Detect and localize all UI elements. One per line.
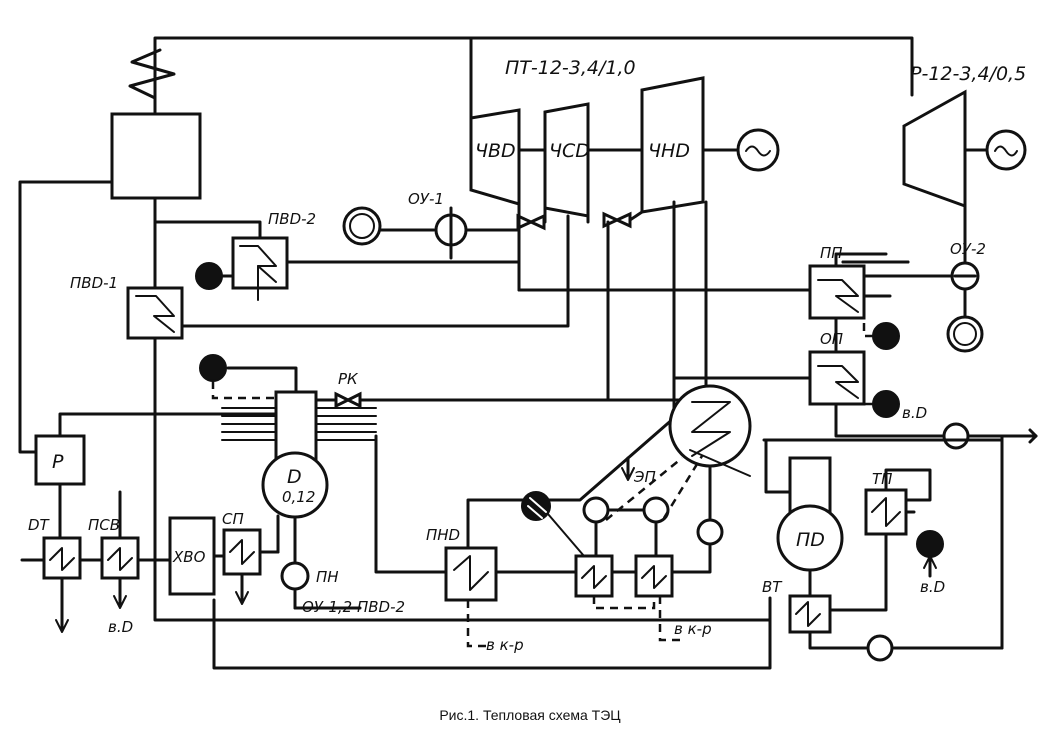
network-pump-icon bbox=[942, 422, 970, 450]
vt-label: ВТ bbox=[762, 578, 783, 596]
pnd-heater: ПНD в к-р bbox=[426, 200, 676, 654]
figure-caption: Рис.1. Тепловая схема ТЭЦ bbox=[439, 707, 621, 723]
turbine-pt-label: ПТ-12-3,4/1,0 bbox=[505, 57, 636, 79]
feed-pump-icon bbox=[280, 561, 310, 591]
deaerator-inlet-lines bbox=[221, 407, 377, 441]
pvd1-label: ПВD-1 bbox=[70, 274, 118, 292]
op-heater: ОП в.D bbox=[672, 316, 946, 438]
ou1-label: ОУ-1 bbox=[408, 190, 444, 208]
turbine-r12: Р-12-3,4/0,5 bbox=[902, 63, 1027, 264]
op-vd-label: в.D bbox=[902, 404, 927, 422]
psv-vd-label: в.D bbox=[108, 618, 133, 636]
dt-heater: DТ bbox=[20, 516, 104, 633]
pp-heater: ПП bbox=[808, 244, 900, 350]
rk-label: РК bbox=[338, 370, 359, 388]
rk-valve: РК bbox=[314, 220, 692, 409]
pd-unit: ПD bbox=[762, 438, 1004, 572]
pvd2-heater: ПВD-2 bbox=[153, 210, 521, 301]
hvo-label: ХВО bbox=[172, 548, 206, 566]
feedwater-line bbox=[153, 196, 772, 622]
op-label: ОП bbox=[820, 330, 843, 348]
pvd2-label: ПВD-2 bbox=[268, 210, 316, 228]
pd-label: ПD bbox=[796, 529, 825, 551]
return-pump-icon bbox=[866, 634, 894, 662]
ip-cylinder-label: ЧСD bbox=[549, 140, 590, 162]
pn-label: ПН bbox=[316, 568, 339, 586]
hvo-unit: ХВО bbox=[168, 516, 772, 670]
deaerator: D 0,12 ПН ОУ-1,2 ПВD-2 bbox=[221, 366, 448, 616]
ejectors: ЭП bbox=[521, 455, 704, 558]
ejector-steam-icon bbox=[521, 491, 551, 521]
drain-pump-tp-icon bbox=[916, 530, 944, 558]
pnd-label: ПНD bbox=[426, 526, 460, 544]
dt-label: DТ bbox=[28, 516, 51, 534]
network-water bbox=[892, 422, 1038, 650]
condensate-pump-icon bbox=[696, 518, 724, 546]
ou2-drum-icon bbox=[946, 315, 984, 353]
vkr-2-label: в к-р bbox=[674, 620, 712, 638]
ejector-2-icon bbox=[642, 496, 670, 524]
vt-heater: ВТ bbox=[762, 568, 894, 662]
hp-cylinder-label: ЧВD bbox=[475, 140, 516, 162]
ep-label: ЭП bbox=[633, 468, 656, 486]
boiler-to-p-line bbox=[18, 180, 114, 454]
psv-heater: ПСВ в.D bbox=[88, 490, 172, 636]
ou12-pvd2-label: ОУ-1,2 ПВD-2 bbox=[302, 598, 405, 616]
drain-pump-pp-icon bbox=[872, 322, 900, 350]
p-label: Р bbox=[52, 451, 64, 473]
psv-label: ПСВ bbox=[88, 516, 120, 534]
ou2-group: ОУ-2 bbox=[841, 240, 986, 353]
p-heater: Р bbox=[34, 412, 278, 540]
tp-vd-label: в.D bbox=[920, 578, 945, 596]
drain-pump-pvd1-icon bbox=[199, 354, 227, 382]
ou2-label: ОУ-2 bbox=[950, 240, 986, 258]
deaerator-label: D bbox=[287, 466, 302, 488]
ejector-1-icon bbox=[582, 496, 610, 524]
tp-heater: ТП в.D bbox=[828, 468, 945, 612]
drain-pump-op-icon bbox=[872, 390, 900, 418]
lp-cylinder-label: ЧНD bbox=[648, 140, 690, 162]
lp-cylinder bbox=[640, 76, 705, 214]
drain-pump-pvd2-icon bbox=[195, 262, 223, 290]
deaerator-pressure: 0,12 bbox=[282, 488, 315, 506]
valve-icon bbox=[516, 213, 546, 231]
sp-label: СП bbox=[222, 510, 244, 528]
ejector-coolers: в к-р bbox=[574, 554, 712, 642]
sp-heater: СП bbox=[222, 510, 280, 605]
tp-label: ТП bbox=[872, 470, 892, 488]
turbine-pt12: ПТ-12-3,4/1,0 ЧВD ЧСD ЧНD bbox=[469, 57, 780, 292]
ou1-group: ОУ-1 bbox=[342, 190, 521, 260]
pvd1-heater: ПВD-1 bbox=[70, 214, 570, 340]
vkr-1-label: в к-р bbox=[486, 636, 524, 654]
live-steam-header bbox=[153, 36, 914, 122]
condenser bbox=[656, 200, 752, 574]
turbine-r-label: Р-12-3,4/0,5 bbox=[910, 63, 1026, 85]
